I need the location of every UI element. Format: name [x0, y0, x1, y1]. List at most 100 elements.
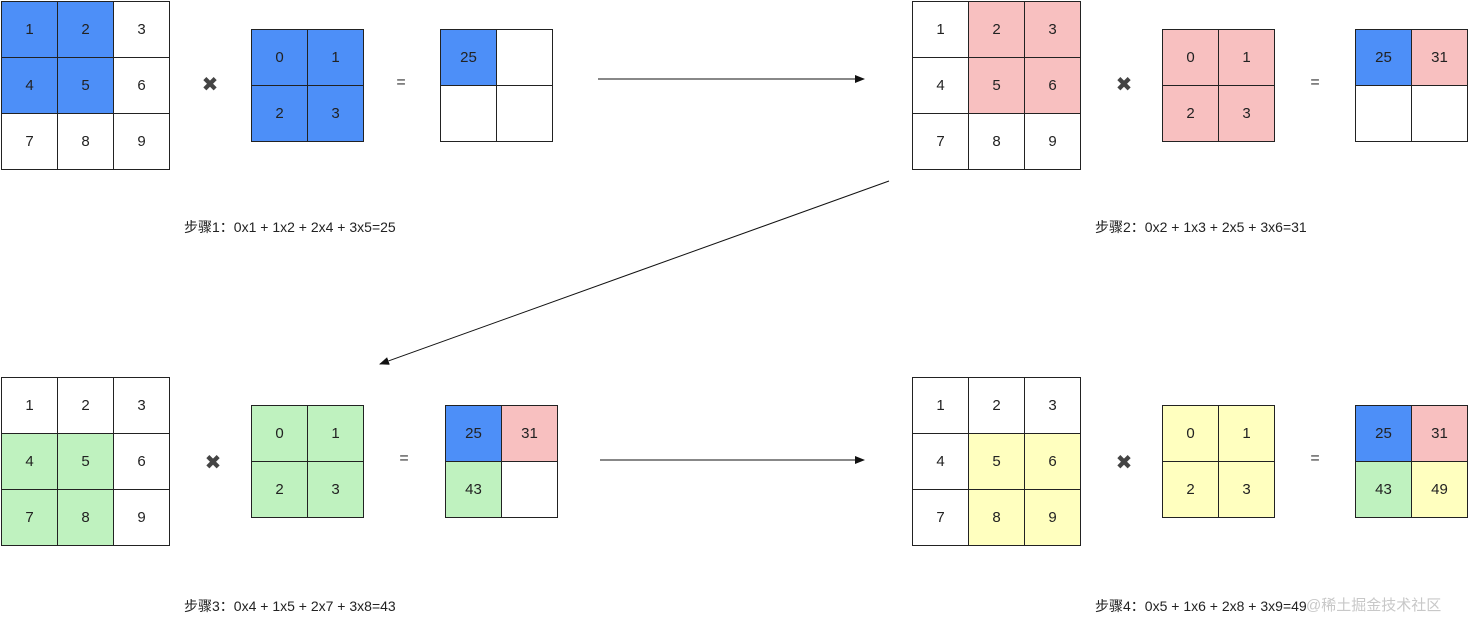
matrix-cell: 4: [1, 433, 58, 490]
matrix-cell: 3: [1024, 377, 1081, 434]
matrix-cell: 5: [968, 433, 1025, 490]
matrix-row: 43: [445, 461, 558, 518]
matrix-cell: 1: [307, 405, 364, 462]
matrix-cell: 25: [1355, 29, 1412, 86]
step-caption: 步骤1：0x1 + 1x2 + 2x4 + 3x5=25: [184, 219, 396, 235]
matrix-cell: 3: [1218, 85, 1275, 142]
arrow-step2-to-step3: [379, 180, 890, 365]
matrix-cell: 6: [1024, 57, 1081, 114]
matrix-row: [1355, 85, 1468, 142]
matrix-cell: [496, 29, 553, 86]
matrix-cell: 9: [1024, 113, 1081, 170]
matrix-cell: 0: [251, 29, 308, 86]
matrix-cell: 5: [57, 433, 114, 490]
matrix-cell: 8: [968, 489, 1025, 546]
equals-sign: =: [396, 74, 406, 91]
matrix-cell: 3: [307, 85, 364, 142]
matrix-cell: 2: [968, 377, 1025, 434]
matrix-cell: 9: [113, 489, 170, 546]
matrix-cell: 8: [57, 489, 114, 546]
matrix-cell: [496, 85, 553, 142]
matrix-cell: [1411, 85, 1468, 142]
matrix-cell: 43: [445, 461, 502, 518]
multiply-icon: ✖: [201, 74, 219, 96]
multiply-icon: ✖: [1115, 452, 1133, 474]
matrix-cell: 6: [1024, 433, 1081, 490]
matrix-cell: 25: [1355, 405, 1412, 462]
equals-sign: =: [1310, 450, 1320, 467]
matrix-cell: 3: [1024, 1, 1081, 58]
matrix-cell: 2: [57, 1, 114, 58]
matrix-cell: 0: [251, 405, 308, 462]
matrix-cell: 2: [968, 1, 1025, 58]
matrix-cell: 31: [501, 405, 558, 462]
matrix-cell: 1: [1218, 405, 1275, 462]
matrix-cell: [1355, 85, 1412, 142]
matrix-cell: 3: [1218, 461, 1275, 518]
watermark: @稀土掘金技术社区: [1306, 597, 1442, 614]
matrix-cell: 8: [968, 113, 1025, 170]
matrix-cell: 7: [1, 113, 58, 170]
matrix-cell: 3: [113, 377, 170, 434]
matrix-cell: 1: [912, 1, 969, 58]
matrix-cell: 2: [251, 461, 308, 518]
matrix-cell: 2: [251, 85, 308, 142]
multiply-icon: ✖: [1115, 74, 1133, 96]
matrix-cell: 0: [1162, 405, 1219, 462]
matrix-cell: 2: [1162, 461, 1219, 518]
matrix-cell: 4: [1, 57, 58, 114]
matrix-cell: 1: [1, 377, 58, 434]
matrix-cell: 1: [1, 1, 58, 58]
matrix-cell: 9: [1024, 489, 1081, 546]
matrix-cell: 5: [968, 57, 1025, 114]
matrix-cell: 4: [912, 57, 969, 114]
matrix-cell: [501, 461, 558, 518]
matrix-cell: 3: [113, 1, 170, 58]
matrix-cell: 5: [57, 57, 114, 114]
matrix-cell: 25: [445, 405, 502, 462]
matrix-cell: 2: [57, 377, 114, 434]
matrix-cell: 4: [912, 433, 969, 490]
matrix-cell: 6: [113, 57, 170, 114]
matrix-cell: [440, 85, 497, 142]
matrix-cell: 2: [1162, 85, 1219, 142]
matrix-cell: 7: [1, 489, 58, 546]
matrix-cell: 6: [113, 433, 170, 490]
matrix-cell: 1: [912, 377, 969, 434]
matrix-row: [440, 85, 553, 142]
matrix-cell: 0: [1162, 29, 1219, 86]
equals-sign: =: [399, 450, 409, 467]
matrix-cell: 43: [1355, 461, 1412, 518]
